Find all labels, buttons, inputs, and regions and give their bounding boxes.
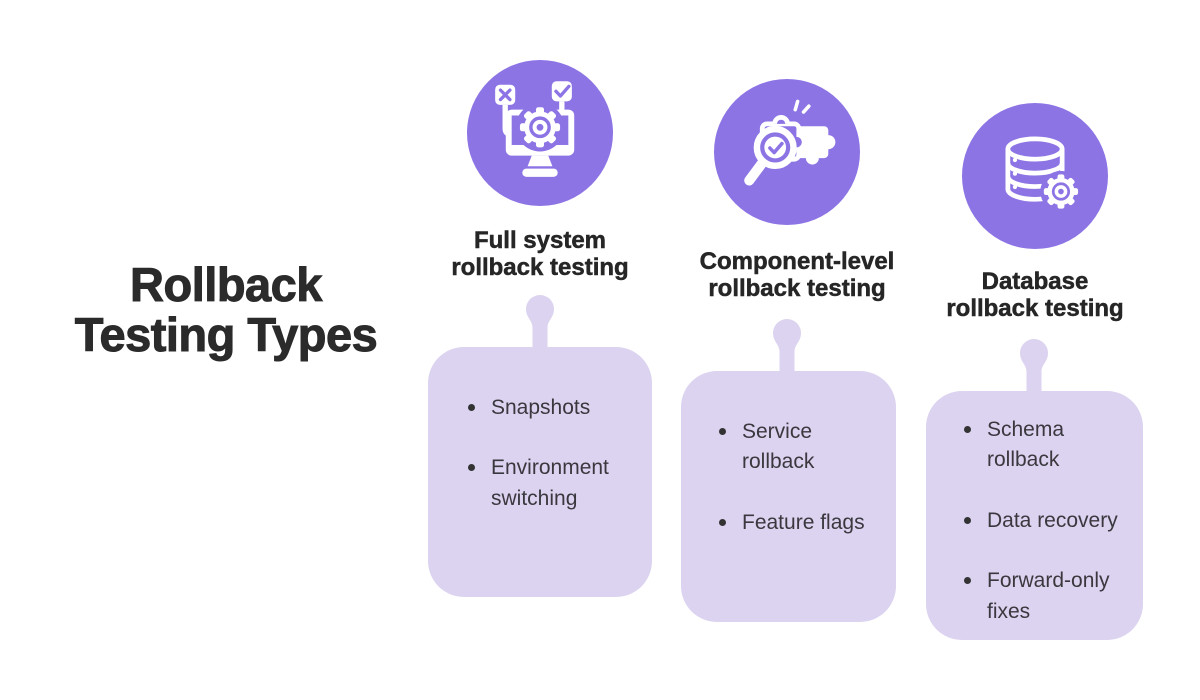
component-level-icon-circle	[714, 79, 860, 225]
bullet-item: Snapshots	[466, 393, 634, 423]
bullet-item: Forward-only fixes	[962, 566, 1131, 627]
bullet-item: Environment switching	[466, 453, 634, 514]
monitor-checklist-gear-icon	[495, 81, 575, 177]
component-level-card: Service rollback Feature flags	[681, 371, 896, 622]
bullet-item: Feature flags	[717, 508, 880, 538]
bullet-item: Data recovery	[962, 506, 1131, 536]
heading-line: rollback testing	[708, 275, 886, 303]
infographic-title: Rollback Testing Types	[74, 258, 378, 362]
card-stem	[526, 295, 554, 350]
component-level-bullet-list: Service rollback Feature flags	[717, 417, 880, 538]
full-system-bullet-list: Snapshots Environment switching	[466, 393, 634, 514]
card-stem	[773, 319, 801, 374]
database-heading: Database rollback testing	[935, 268, 1135, 323]
heading-line: rollback testing	[451, 254, 629, 282]
bullet-item: Service rollback	[717, 417, 880, 478]
full-system-icon-circle	[467, 60, 613, 206]
heading-line: Component-level	[699, 248, 895, 276]
database-bullet-list: Schema rollback Data recovery Forward-on…	[962, 415, 1131, 627]
magnifier-puzzle-icon	[744, 99, 836, 186]
database-card: Schema rollback Data recovery Forward-on…	[926, 391, 1143, 640]
component-level-heading: Component-level rollback testing	[672, 248, 922, 303]
full-system-heading: Full system rollback testing	[440, 227, 640, 282]
heading-line: Database	[981, 268, 1089, 296]
bullet-item: Schema rollback	[962, 415, 1131, 476]
full-system-card: Snapshots Environment switching	[428, 347, 652, 597]
database-gear-icon	[1005, 136, 1082, 213]
database-icon-circle	[962, 103, 1108, 249]
heading-line: rollback testing	[946, 295, 1124, 323]
heading-line: Full system	[473, 227, 607, 255]
card-stem	[1020, 339, 1048, 394]
